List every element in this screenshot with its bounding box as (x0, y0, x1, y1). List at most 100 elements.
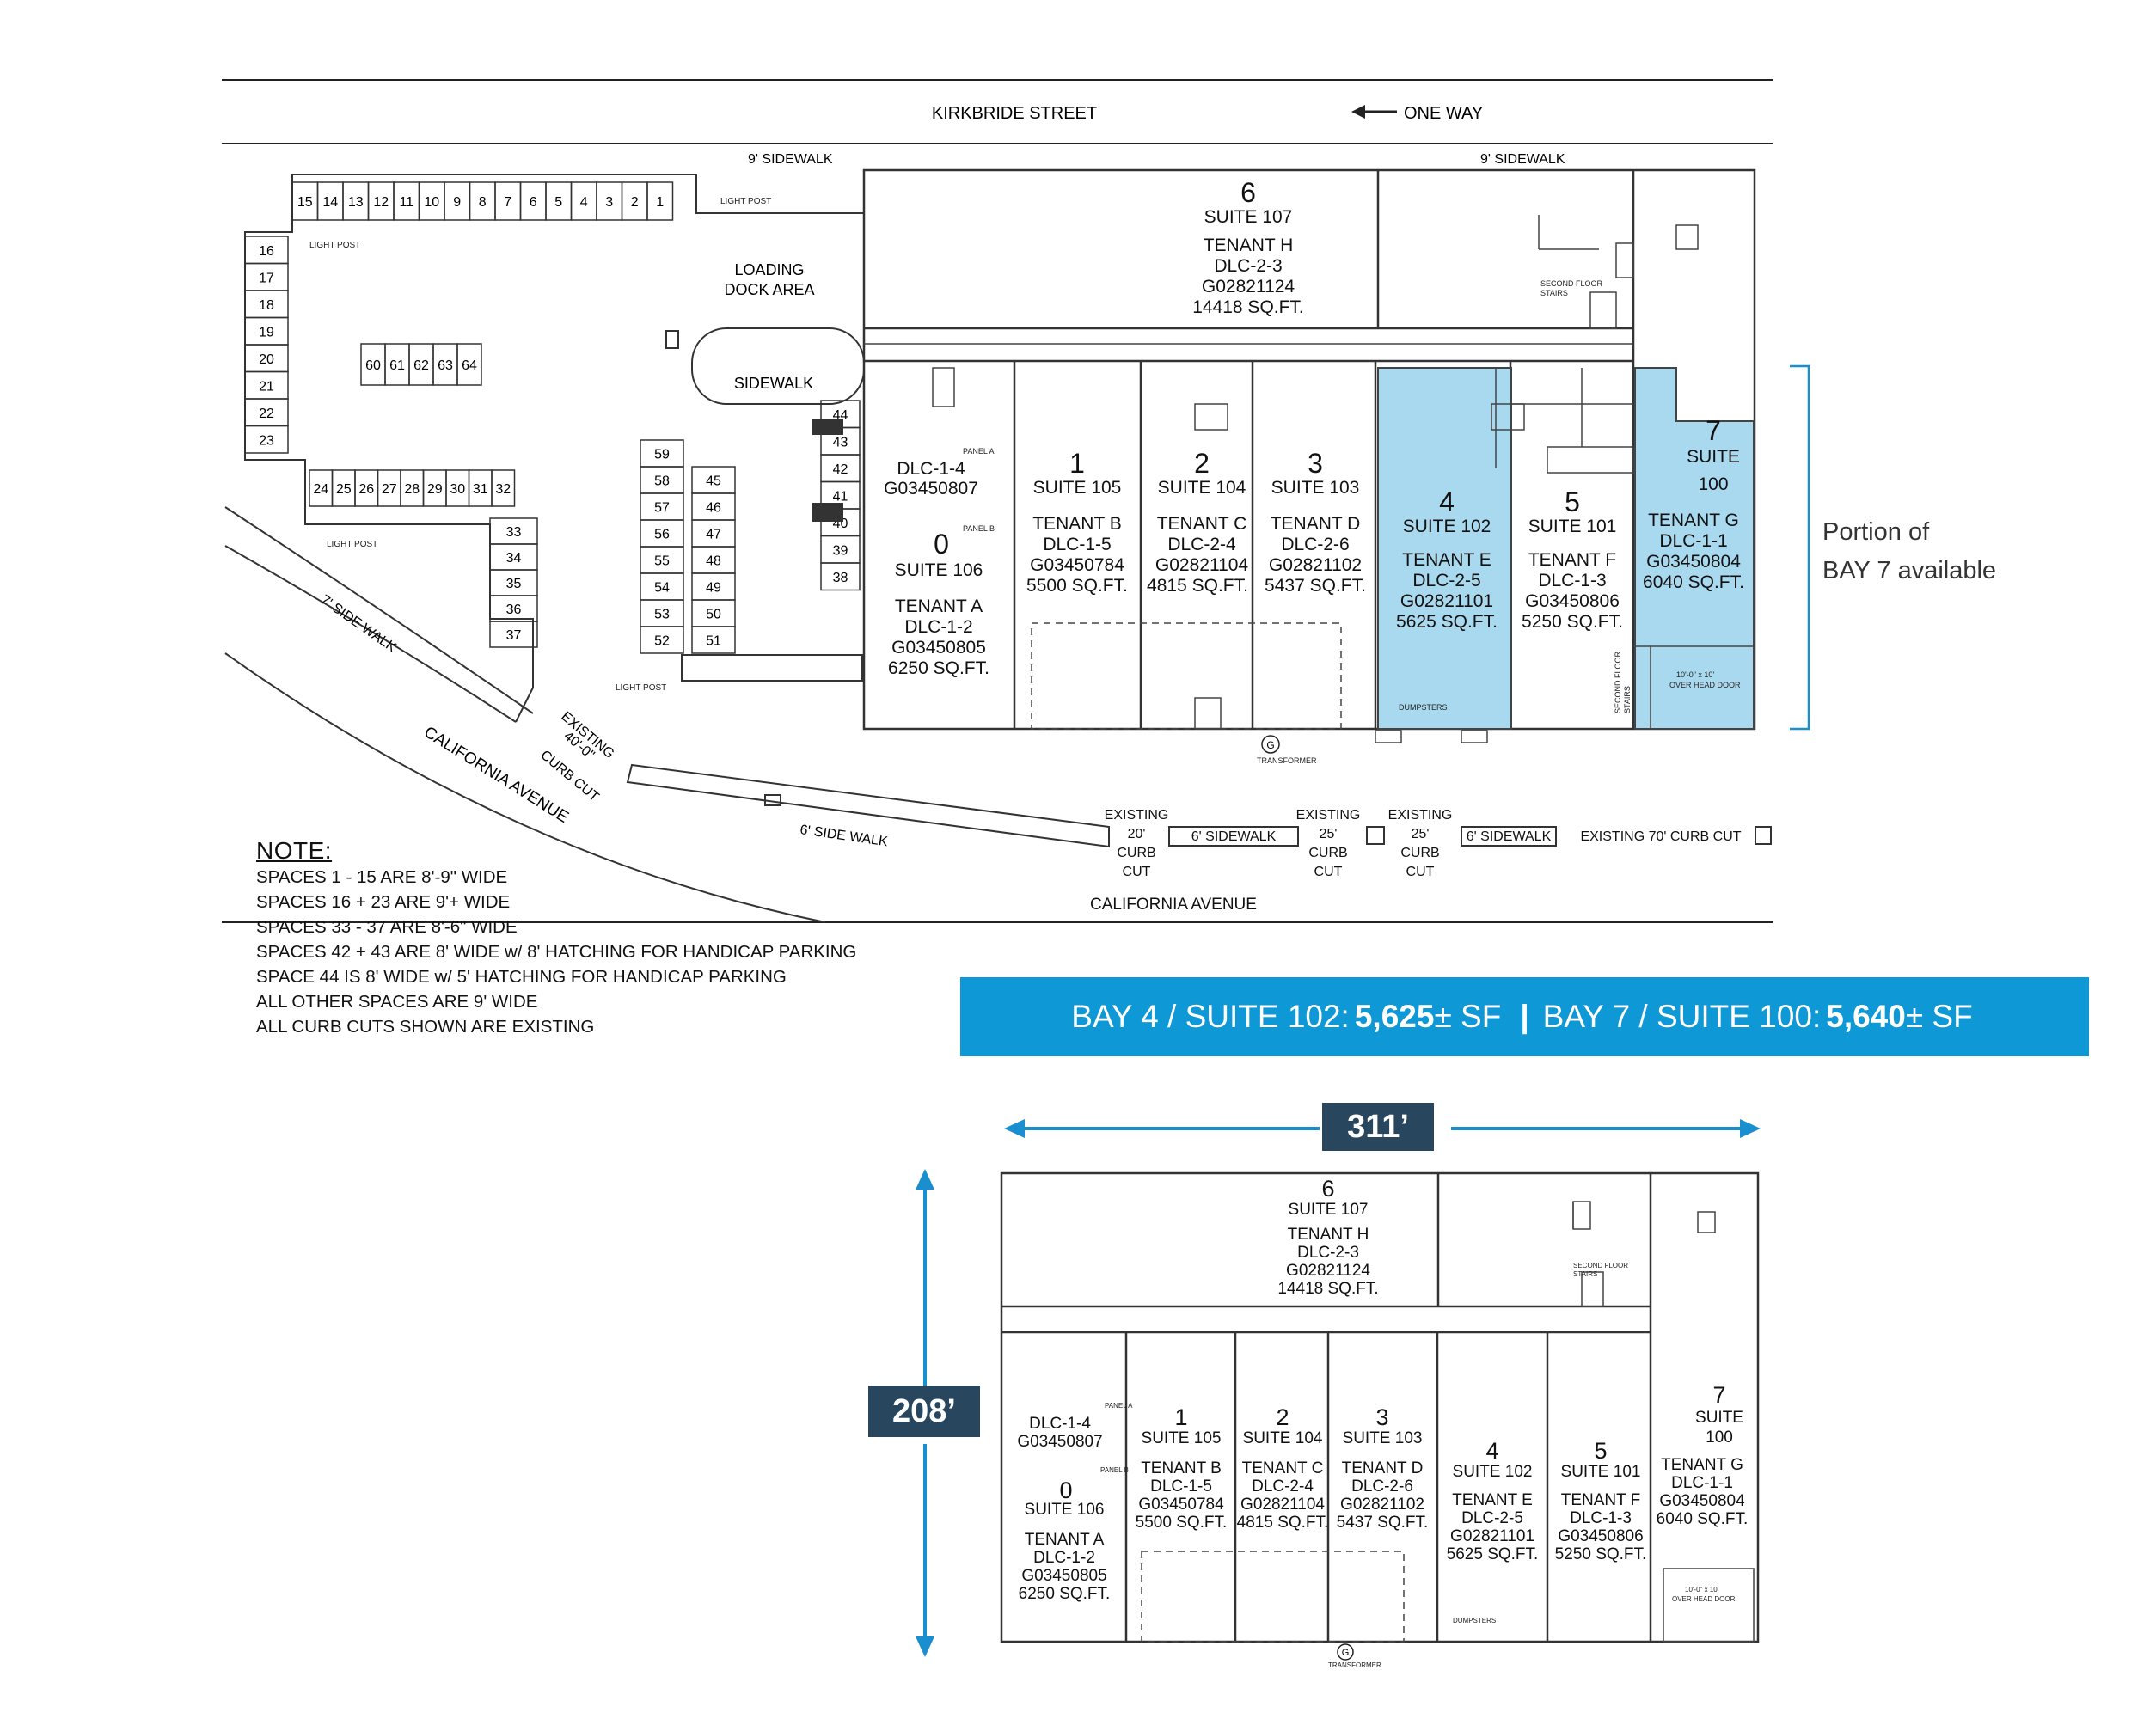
parking-space-number: 4 (580, 195, 588, 210)
mini-bay-5-tenant: TENANT F (1561, 1491, 1641, 1509)
note-line: SPACE 44 IS 8' WIDE w/ 5' HATCHING FOR H… (256, 967, 787, 987)
parking-space: 38 (820, 562, 861, 591)
curb-cut-25b-2: 25' (1412, 827, 1430, 841)
parking-space-number: 10 (424, 195, 439, 210)
parking-space-number: 2 (631, 195, 639, 210)
note-line: SPACES 42 + 43 ARE 8' WIDE w/ 8' HATCHIN… (256, 942, 857, 962)
bay-7-area: 6040 SQ.FT. (1643, 572, 1744, 592)
second-floor-stairs-label: SECOND FLOOR (1540, 279, 1603, 288)
mini-bay-1-area: 5500 SQ.FT. (1136, 1514, 1228, 1532)
parking-space: 51 (691, 626, 736, 654)
parking-space: 10 (418, 181, 445, 221)
parking-space-number: 27 (382, 482, 397, 497)
parking-space-number: 6 (530, 195, 537, 210)
mini-bay-0-number: 0 (1059, 1477, 1072, 1503)
bay-5-number: 5 (1565, 486, 1580, 517)
parking-space: 17 (244, 262, 289, 291)
parking-space: 33 (489, 517, 538, 545)
bay-4-highlight[interactable] (1377, 367, 1512, 730)
panel-b-label: PANEL B (963, 524, 995, 533)
mini-bay-3-dlc: DLC-2-6 (1351, 1477, 1413, 1496)
parking-space-number: 28 (404, 482, 420, 497)
portion-line-1: Portion of (1822, 518, 1930, 546)
bay-3-gid: G02821102 (1269, 555, 1362, 575)
mini-bay-2-gid: G02821104 (1240, 1496, 1325, 1514)
bay-5-area: 5250 SQ.FT. (1522, 612, 1623, 632)
mini-bay-7-dlc: DLC-1-1 (1671, 1474, 1733, 1492)
bay-0-tenant: TENANT A (895, 596, 983, 616)
parking-space: 42 (820, 454, 861, 483)
parking-space: 32 (491, 469, 516, 507)
bay-1-gid: G03450784 (1030, 555, 1124, 575)
parking-space-number: 38 (833, 571, 848, 585)
bay-7-availability-note: Portion of BAY 7 available (1822, 513, 1996, 590)
parking-space-number: 29 (427, 482, 443, 497)
bay-3-suite: SUITE 103 (1271, 478, 1360, 498)
note-title: NOTE: (256, 837, 333, 864)
parking-space: 49 (691, 572, 736, 601)
mini-bay-1-dlc: DLC-1-5 (1150, 1477, 1212, 1496)
banner-bay7-value: 5,640± SF (1826, 999, 1973, 1034)
bay-1-dlc: DLC-1-5 (1043, 535, 1111, 554)
bay-2-gid: G02821104 (1155, 555, 1249, 575)
bay-5-tenant: TENANT F (1528, 550, 1616, 570)
mini-bay-5-number: 5 (1594, 1438, 1607, 1464)
bay-7-suite: SUITE (1687, 447, 1740, 467)
curb-cut-25a-3: CURB (1308, 846, 1347, 860)
parking-space-number: 25 (336, 482, 352, 497)
dimension-depth-arrow (916, 1169, 934, 1657)
parking-space-number: 32 (495, 482, 511, 497)
parking-space-number: 53 (654, 608, 670, 622)
mini-bay-4-area: 5625 SQ.FT. (1447, 1545, 1539, 1563)
bay-2-tenant: TENANT C (1157, 514, 1247, 534)
mini-bay-3-number: 3 (1375, 1404, 1388, 1430)
bay-7-gid: G03450804 (1646, 552, 1741, 572)
mini-dumpsters-label: DUMPSTERS (1453, 1617, 1496, 1624)
parking-space-number: 52 (654, 634, 670, 649)
sidewalk-6-label-1: 6' SIDEWALK (1191, 829, 1277, 844)
bay-7-dlc: DLC-1-1 (1659, 531, 1727, 551)
bay-7-number: 7 (1706, 415, 1721, 446)
loading-label-1: LOADING (734, 261, 804, 278)
parking-space-number: 44 (833, 408, 848, 423)
parking-space: 50 (691, 599, 736, 627)
parking-space: 48 (691, 546, 736, 574)
parking-space-number: 63 (438, 358, 453, 373)
mini-bay-2-area: 4815 SQ.FT. (1237, 1514, 1329, 1532)
mini-bay-5-suite: SUITE 101 (1561, 1463, 1641, 1481)
parking-space-number: 16 (259, 244, 274, 259)
street-california: CALIFORNIA AVENUE (1090, 896, 1257, 914)
parking-space: 13 (342, 181, 370, 221)
bay-7-highlight[interactable] (1634, 367, 1755, 730)
parking-space: 59 (640, 439, 684, 468)
mini-bay-4-gid: G02821101 (1450, 1527, 1534, 1545)
light-post-2: LIGHT POST (309, 241, 360, 250)
parking-space: 60 (360, 343, 386, 386)
parking-space-number: 57 (654, 501, 670, 516)
mini-bay-1-number: 1 (1174, 1404, 1187, 1430)
light-post-4: LIGHT POST (616, 683, 666, 693)
note-line: SPACES 33 - 37 ARE 8'-6" WIDE (256, 917, 518, 937)
parking-space-number: 60 (365, 358, 381, 373)
parking-space: 35 (489, 569, 538, 596)
parking-space: 14 (316, 181, 344, 221)
bay-5-suite: SUITE 101 (1528, 517, 1617, 536)
mini-bay-2-number: 2 (1276, 1404, 1289, 1430)
parking-space-number: 48 (706, 554, 721, 569)
mini-bay-0-area: 6250 SQ.FT. (1019, 1585, 1111, 1603)
parking-space: 20 (244, 344, 289, 373)
curb-cut-20-2: 20' (1128, 827, 1146, 841)
parking-space: 9 (444, 181, 471, 221)
bay-5-gid: G03450806 (1525, 591, 1620, 611)
curb-cut-25b-1: EXISTING (1388, 808, 1453, 823)
parking-space: 55 (640, 546, 684, 574)
curb-cut-70: EXISTING 70' CURB CUT (1580, 829, 1741, 844)
second-floor-stairs-label-2: STAIRS (1540, 289, 1568, 297)
parking-space: 53 (640, 599, 684, 627)
parking-space: 7 (494, 181, 522, 221)
sidewalk-label: SIDEWALK (734, 375, 813, 392)
bay-6-gid: G02821124 (1202, 277, 1295, 297)
bay-0-gid-top: G03450807 (884, 479, 978, 499)
california-ave-curved: CALIFORNIA AVENUE (420, 723, 572, 827)
